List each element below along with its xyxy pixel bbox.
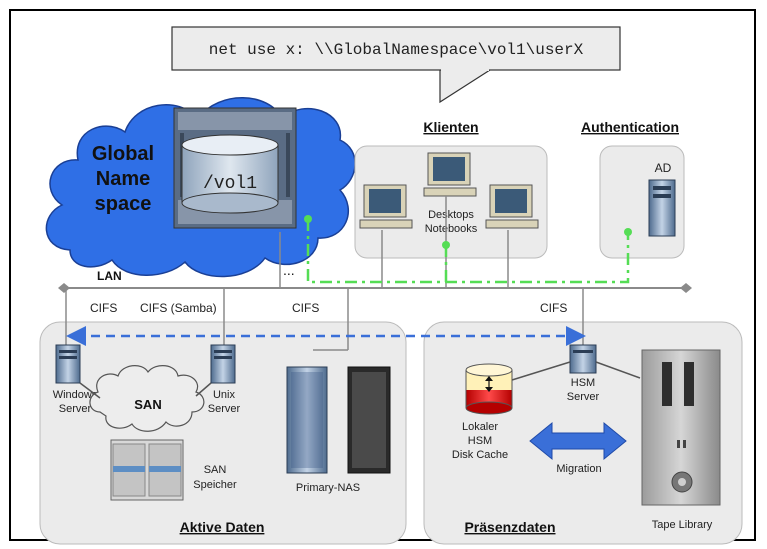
desktop-icon <box>359 184 413 229</box>
cifs-label: CIFS <box>540 301 567 315</box>
desktop-icon <box>423 152 477 197</box>
cache-label-line3: Disk Cache <box>452 449 508 461</box>
desktop-icon <box>485 184 539 229</box>
unix-server-label-line1: Unix <box>213 389 236 401</box>
auth-path <box>304 215 632 284</box>
command-text: net use x: \\GlobalNamespace\vol1\userX <box>209 41 584 59</box>
volume-label: /vol1 <box>203 174 257 194</box>
hsm-tape-link <box>595 361 641 379</box>
san-label: SAN <box>134 397 161 412</box>
auth-title: Authentication <box>581 119 679 135</box>
cloud-title-line1: Global <box>92 143 154 165</box>
san-link <box>195 382 212 397</box>
migration-arrow <box>529 421 627 461</box>
clients-label-line2: Notebooks <box>425 223 478 235</box>
hsm-server-label-line1: HSM <box>571 377 595 389</box>
san-storage-icon <box>110 439 184 501</box>
cifs-samba-label: CIFS (Samba) <box>140 301 217 315</box>
san-storage-label-line1: SAN <box>204 464 227 476</box>
hsm-server-label-line2: Server <box>567 391 600 403</box>
cifs-label: CIFS <box>292 301 319 315</box>
san-cloud: SAN <box>89 365 205 432</box>
cache-label-line1: Lokaler <box>462 421 498 433</box>
ad-server-icon <box>648 179 676 237</box>
windows-server-label-line2: Server <box>59 403 92 415</box>
cloud-ellipsis: ... <box>283 262 295 278</box>
cloud-title-line3: space <box>95 193 152 215</box>
cifs-label: CIFS <box>90 301 117 315</box>
auth-group: Authentication AD <box>581 119 685 259</box>
clients-label-line1: Desktops <box>428 209 474 221</box>
hsm-server-icon <box>569 344 597 374</box>
lan-label: LAN <box>97 269 122 283</box>
hsm-cache-link <box>511 361 571 381</box>
tape-library-label: Tape Library <box>652 519 713 531</box>
clients-title: Klienten <box>423 119 478 135</box>
windows-server-icon <box>55 344 81 384</box>
command-bubble: net use x: \\GlobalNamespace\vol1\userX <box>171 26 621 104</box>
disk-cache-icon <box>465 363 513 415</box>
cloud-title-line2: Name <box>96 168 150 190</box>
unix-server-label-line2: Server <box>208 403 241 415</box>
active-data-title: Aktive Daten <box>180 519 265 535</box>
san-storage-label-line2: Speicher <box>193 479 237 491</box>
unix-server-icon <box>210 344 236 384</box>
volume-cylinder: /vol1 <box>181 134 279 214</box>
ad-label: AD <box>655 161 672 175</box>
cache-label-line2: HSM <box>468 435 492 447</box>
tape-library-icon <box>641 349 721 506</box>
primary-nas-label: Primary-NAS <box>296 482 360 494</box>
windows-server-label-line1: Windows <box>53 389 98 401</box>
clients-group: Klienten Desktops Notebooks <box>354 119 548 259</box>
migration-label: Migration <box>556 463 601 475</box>
san-link <box>79 382 101 399</box>
primary-nas-icon <box>286 366 391 474</box>
presence-data-title: Präsenzdaten <box>464 519 555 535</box>
